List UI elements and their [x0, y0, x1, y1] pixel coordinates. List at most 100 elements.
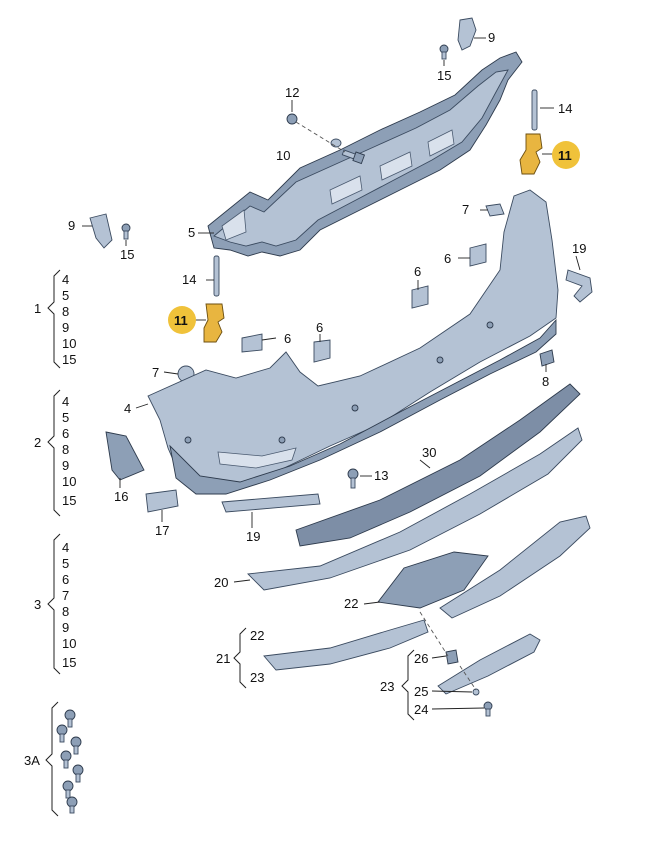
group-item: 9 — [62, 320, 69, 335]
bracket-top-right — [457, 17, 477, 51]
brace-group-3a — [45, 701, 59, 817]
brace-group-3 — [47, 533, 61, 675]
bolt-14-right — [531, 89, 538, 131]
callout-6-right: 6 — [444, 251, 451, 266]
group-item: 6 — [62, 572, 69, 587]
callout-5: 5 — [188, 225, 195, 240]
group-item: 25 — [414, 684, 428, 699]
strip-19 — [221, 493, 321, 513]
callout-30: 30 — [422, 445, 436, 460]
clip-6-c — [411, 285, 429, 309]
callout-6-center: 6 — [414, 264, 421, 279]
callout-22: 22 — [344, 596, 358, 611]
clip-8 — [539, 349, 555, 367]
group-item: 5 — [62, 410, 69, 425]
trim-16 — [105, 431, 145, 481]
group-item: 5 — [62, 288, 69, 303]
group-item: 22 — [250, 628, 264, 643]
group-item: 26 — [414, 651, 428, 666]
group-label-3: 3 — [34, 597, 41, 612]
group-item: 9 — [62, 458, 69, 473]
callout-17: 17 — [155, 523, 169, 538]
diffuser-right — [439, 515, 591, 619]
leader-lines — [82, 37, 581, 710]
group-item: 15 — [62, 352, 76, 367]
clip-6-d — [469, 243, 487, 267]
callout-6-mid: 6 — [316, 320, 323, 335]
group-item: 15 — [62, 493, 76, 508]
callout-13: 13 — [374, 468, 388, 483]
callout-16: 16 — [114, 489, 128, 504]
group-item: 8 — [62, 442, 69, 457]
callout-4: 4 — [124, 401, 131, 416]
highlight-marker-11-left — [168, 306, 196, 334]
callout-11-left: 11 — [174, 313, 188, 328]
group-label-21: 21 — [216, 651, 230, 666]
brace-group-21 — [233, 627, 247, 689]
callout-6-left: 6 — [284, 331, 291, 346]
highlight-marker-11-right — [552, 141, 580, 169]
group-item: 10 — [62, 474, 76, 489]
group-item: 4 — [62, 540, 69, 555]
fastener-kit-3a — [56, 709, 84, 814]
diffuser-20 — [247, 427, 583, 591]
reinforcement-beam — [207, 51, 523, 257]
callout-14-right: 14 — [558, 101, 572, 116]
brace-group-23 — [401, 649, 415, 721]
group-item: 8 — [62, 604, 69, 619]
callout-9-top: 9 — [488, 30, 495, 45]
brace-group-1 — [47, 269, 61, 369]
panel-23 — [437, 633, 541, 695]
group-item: 7 — [62, 588, 69, 603]
group-item: 9 — [62, 620, 69, 635]
callout-7-left: 7 — [152, 365, 159, 380]
guide-bracket-right — [519, 133, 543, 175]
group-item: 4 — [62, 394, 69, 409]
screw-24 — [483, 701, 493, 717]
bolt-10 — [341, 149, 366, 165]
callout-14-left: 14 — [182, 272, 196, 287]
bumper-cover — [147, 189, 559, 495]
callout-9-left: 9 — [68, 218, 75, 233]
panel-21 — [263, 619, 429, 671]
nut-12 — [286, 113, 298, 125]
group-label-3a: 3A — [24, 753, 40, 768]
washer-10 — [330, 138, 342, 148]
brace-group-2 — [47, 389, 61, 517]
clip-6-a — [241, 333, 263, 353]
callout-15-top: 15 — [437, 68, 451, 83]
callout-11-right: 11 — [558, 148, 572, 163]
group-item: 10 — [62, 336, 76, 351]
group-item: 24 — [414, 702, 428, 717]
guide-bracket-left — [203, 303, 225, 343]
group-label-1: 1 — [34, 301, 41, 316]
clip-7-right — [485, 203, 505, 217]
group-label-23: 23 — [380, 679, 394, 694]
insert-22 — [377, 551, 489, 609]
callout-7-right: 7 — [462, 202, 469, 217]
reflector-right — [565, 269, 593, 303]
group-item: 8 — [62, 304, 69, 319]
clip-26 — [445, 649, 459, 665]
group-item: 23 — [250, 670, 264, 685]
group-item: 4 — [62, 272, 69, 287]
bracket-left — [89, 213, 113, 249]
callout-19-right: 19 — [572, 241, 586, 256]
bolt-14-left — [213, 255, 220, 297]
callout-15-left: 15 — [120, 247, 134, 262]
screw-top-right — [439, 44, 449, 60]
group-label-2: 2 — [34, 435, 41, 450]
screw-left — [121, 223, 131, 240]
group-item: 10 — [62, 636, 76, 651]
group-item: 6 — [62, 426, 69, 441]
callout-10: 10 — [276, 148, 290, 163]
bolt-13 — [347, 468, 359, 489]
group-item: 15 — [62, 655, 76, 670]
callout-19-lower: 19 — [246, 529, 260, 544]
clip-6-b — [313, 339, 331, 363]
callout-20: 20 — [214, 575, 228, 590]
washer-25 — [472, 688, 480, 696]
callout-12: 12 — [285, 85, 299, 100]
group-item: 5 — [62, 556, 69, 571]
